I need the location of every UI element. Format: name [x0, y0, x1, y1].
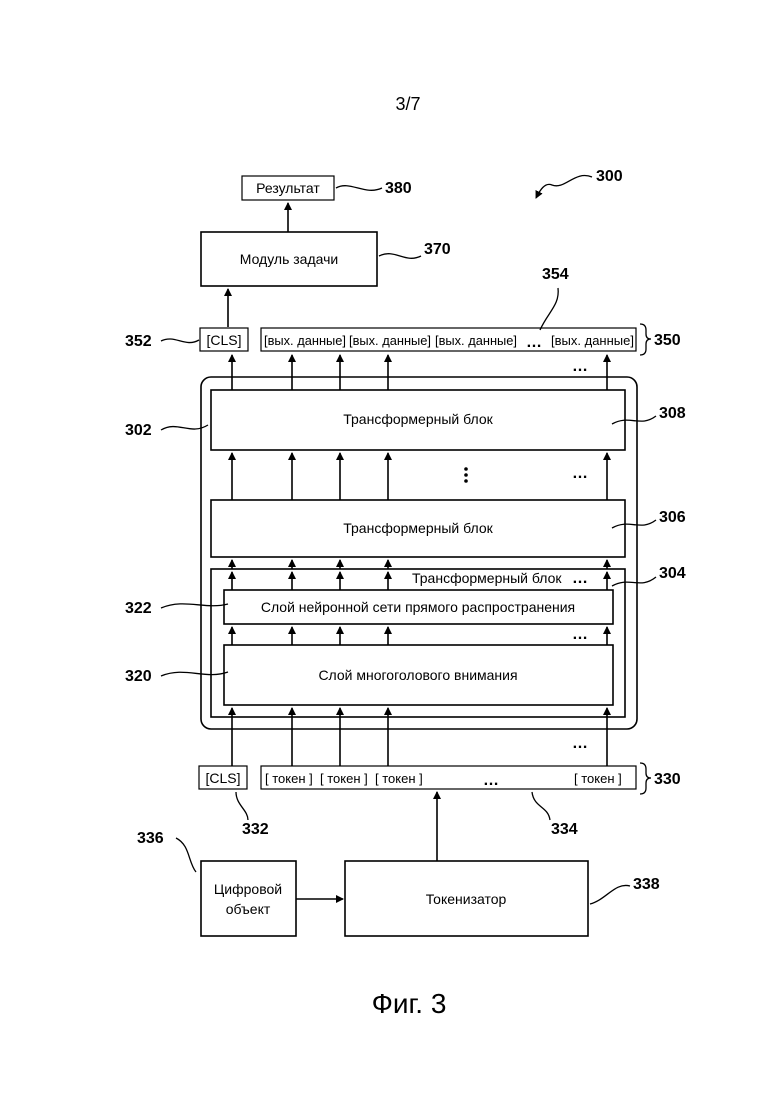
- cls-out-label: [CLS]: [206, 332, 241, 348]
- ffn-layer-label: Слой нейронной сети прямого распростране…: [261, 599, 575, 615]
- tokenizer-label: Токенизатор: [426, 891, 507, 907]
- dots-upper-right: …: [572, 358, 588, 375]
- out-data-last: [вых. данные]: [551, 333, 634, 348]
- ref-320: 320: [125, 668, 152, 685]
- ref-380: 380: [385, 180, 412, 197]
- ref-332: 332: [242, 821, 269, 838]
- mha-layer-label: Слой многоголового внимания: [318, 667, 517, 683]
- ref-306: 306: [659, 509, 686, 526]
- out-data-2: [вых. данные]: [349, 333, 431, 348]
- dots-input-upper: …: [572, 735, 588, 752]
- ref-308: 308: [659, 405, 686, 422]
- digital-object-label-2: объект: [226, 901, 271, 917]
- ref-350: 350: [654, 332, 681, 349]
- token-1: [ токен ]: [265, 771, 313, 786]
- ref-338-leader: [590, 885, 630, 904]
- dots-ffn: …: [572, 626, 588, 643]
- out-data-ellipsis: …: [526, 334, 542, 351]
- ref-334: 334: [551, 821, 578, 838]
- transformer-block-306-label: Трансформерный блок: [343, 520, 493, 536]
- token-2: [ токен ]: [320, 771, 368, 786]
- dots-304: …: [572, 570, 588, 587]
- token-ellipsis: …: [483, 772, 499, 789]
- ref-352-leader: [161, 339, 199, 343]
- ref-322: 322: [125, 600, 152, 617]
- digital-object-box: [201, 861, 296, 936]
- digital-object-label-1: Цифровой: [214, 881, 282, 897]
- out-data-1: [вых. данные]: [264, 333, 346, 348]
- ref-300-arrow: [536, 175, 592, 198]
- brace-330: [640, 763, 651, 794]
- task-module-label: Модуль задачи: [240, 251, 338, 267]
- token-last: [ токен ]: [574, 771, 622, 786]
- ref-380-leader: [336, 186, 382, 191]
- figure-caption: Фиг. 3: [372, 988, 447, 1019]
- vertical-ellipsis: [464, 467, 468, 483]
- transformer-block-308-label: Трансформерный блок: [343, 411, 493, 427]
- ref-352: 352: [125, 333, 152, 350]
- dots-mid-right: …: [572, 465, 588, 482]
- ref-370: 370: [424, 241, 451, 258]
- ref-330: 330: [654, 771, 681, 788]
- ref-304: 304: [659, 565, 686, 582]
- ref-370-leader: [379, 254, 421, 259]
- brace-350: [640, 324, 651, 355]
- transformer-block-304-title: Трансформерный блок: [412, 570, 562, 586]
- page-number: 3/7: [395, 94, 420, 114]
- ref-300: 300: [596, 168, 623, 185]
- ref-332-leader: [236, 792, 248, 820]
- ref-336-leader: [176, 838, 196, 872]
- ref-354-leader: [540, 288, 558, 330]
- ref-354: 354: [542, 266, 569, 283]
- token-3: [ токен ]: [375, 771, 423, 786]
- ref-302: 302: [125, 422, 152, 439]
- out-data-3: [вых. данные]: [435, 333, 517, 348]
- cls-in-label: [CLS]: [205, 770, 240, 786]
- ref-338: 338: [633, 876, 660, 893]
- ref-334-leader: [532, 792, 550, 820]
- result-label: Результат: [256, 180, 320, 196]
- ref-336: 336: [137, 830, 164, 847]
